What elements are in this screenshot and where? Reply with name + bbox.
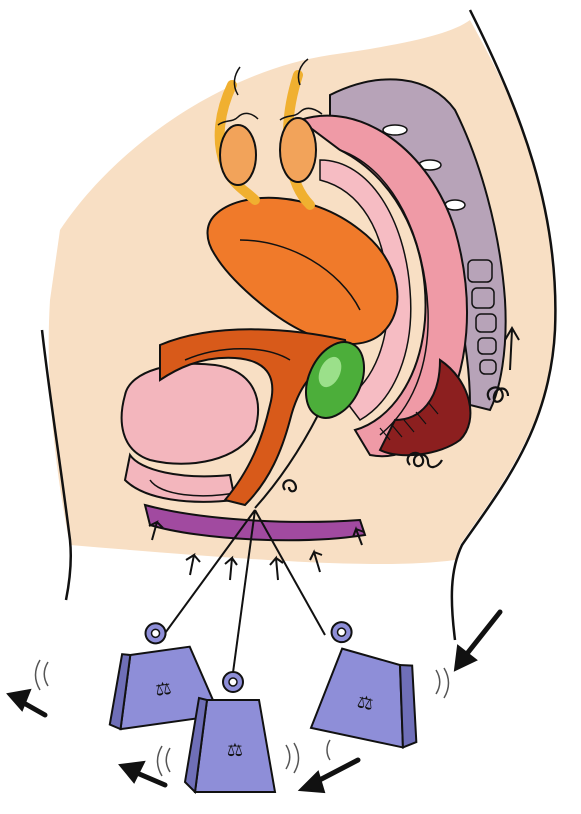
ovary-left xyxy=(220,125,256,185)
bladder xyxy=(122,364,258,464)
weight-icon: ⚖ xyxy=(227,740,243,761)
weight-right: ⚖ xyxy=(311,620,438,750)
ovary-right xyxy=(280,118,316,182)
weight-icon: ⚖ xyxy=(154,678,173,701)
